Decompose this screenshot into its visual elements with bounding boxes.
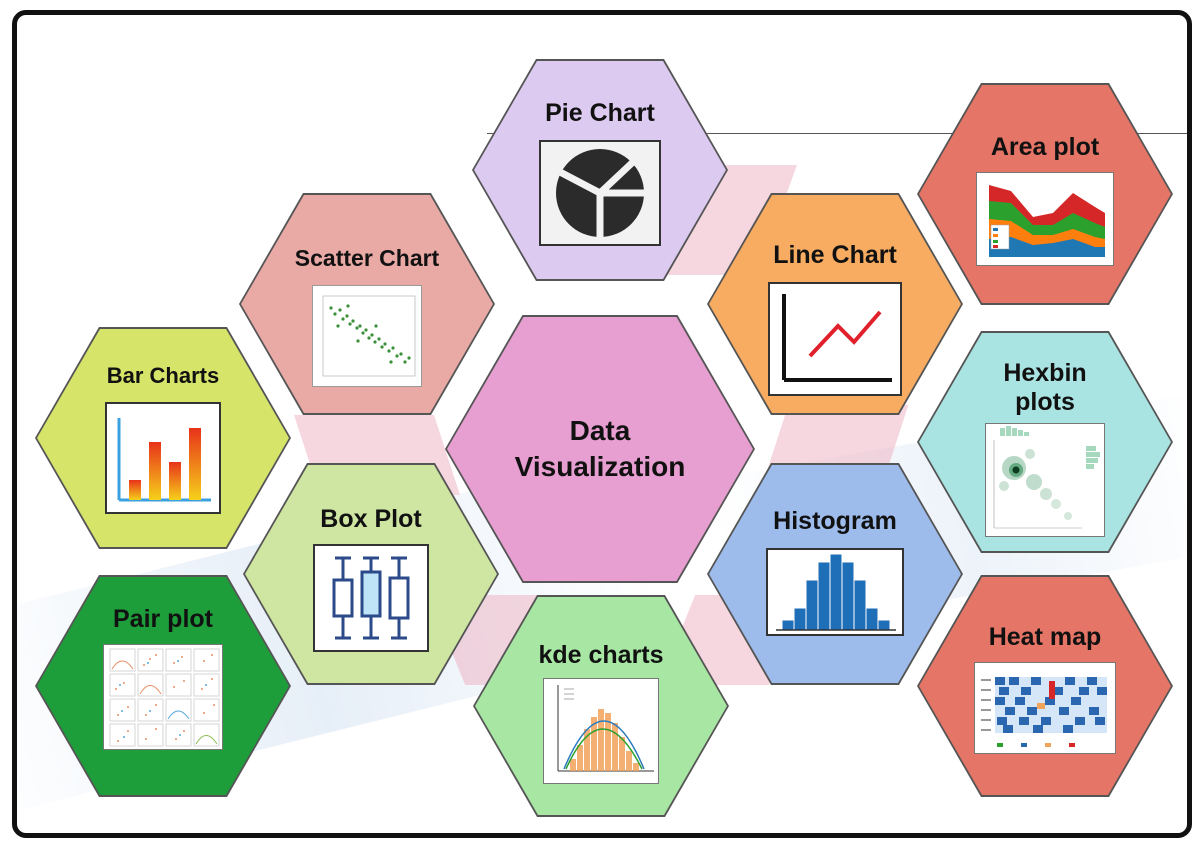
center-title: Data Visualization xyxy=(515,413,686,486)
scatter-plot-icon xyxy=(322,296,416,377)
hexbin-thumbnail xyxy=(985,422,1105,537)
scatter-chart-thumbnail xyxy=(312,285,422,388)
pie-chart-icon xyxy=(556,148,644,240)
hex-area-plot: Area plot xyxy=(917,83,1173,305)
hex-title: Hexbin plots xyxy=(1003,359,1086,417)
hex-title: Box Plot xyxy=(320,505,422,533)
hex-title: Pie Chart xyxy=(545,99,655,127)
hex-scatter-chart: Scatter Chart xyxy=(239,193,495,415)
hexbin-plot-icon xyxy=(993,425,1100,528)
divider-line xyxy=(487,133,1187,134)
center-title-line1: Data xyxy=(569,414,631,446)
pair-plot-thumbnail xyxy=(103,643,223,750)
box-plot-icon xyxy=(332,556,410,640)
center-title-line2: Visualization xyxy=(514,451,686,482)
line-chart-icon xyxy=(782,293,892,382)
bar-chart-icon xyxy=(117,418,211,502)
histogram-icon xyxy=(776,553,896,631)
hex-title: Line Chart xyxy=(773,241,897,269)
hex-title: Area plot xyxy=(990,133,1100,161)
bar-chart-thumbnail xyxy=(105,402,221,515)
area-plot-thumbnail xyxy=(976,171,1114,266)
box-plot-thumbnail xyxy=(313,543,429,652)
hex-line-chart: Line Chart xyxy=(707,193,963,415)
hex-title: kde charts xyxy=(538,641,664,669)
hex-title: Pair plot xyxy=(112,605,213,633)
hex-title-line2: plots xyxy=(1015,387,1075,416)
hex-title: Scatter Chart xyxy=(294,245,440,271)
hex-heat-map: Heat map xyxy=(917,575,1173,797)
kde-chart-thumbnail xyxy=(543,677,659,784)
line-chart-thumbnail xyxy=(768,281,902,396)
hex-histogram: Histogram xyxy=(707,463,963,685)
area-plot-icon xyxy=(989,184,1105,257)
hex-title: Bar Charts xyxy=(106,363,220,388)
heat-map-icon xyxy=(981,676,1107,747)
hex-data-visualization: Data Visualization xyxy=(445,315,755,583)
diagram-frame: Pie Chart Scatter Chart xyxy=(12,10,1192,838)
pair-plot-icon xyxy=(109,648,220,747)
pie-chart-thumbnail xyxy=(539,139,661,246)
hex-hexbin-plots: Hexbin plots xyxy=(917,331,1173,553)
hex-title-line1: Hexbin xyxy=(1003,359,1087,387)
hex-pie-chart: Pie Chart xyxy=(472,59,728,281)
kde-chart-icon xyxy=(557,684,654,772)
hex-bar-charts: Bar Charts xyxy=(35,327,291,549)
hex-title: Heat map xyxy=(988,623,1102,651)
hex-kde-charts: kde charts xyxy=(473,595,729,817)
hex-title: Histogram xyxy=(773,507,897,535)
histogram-thumbnail xyxy=(766,547,904,636)
heat-map-thumbnail xyxy=(974,661,1116,754)
